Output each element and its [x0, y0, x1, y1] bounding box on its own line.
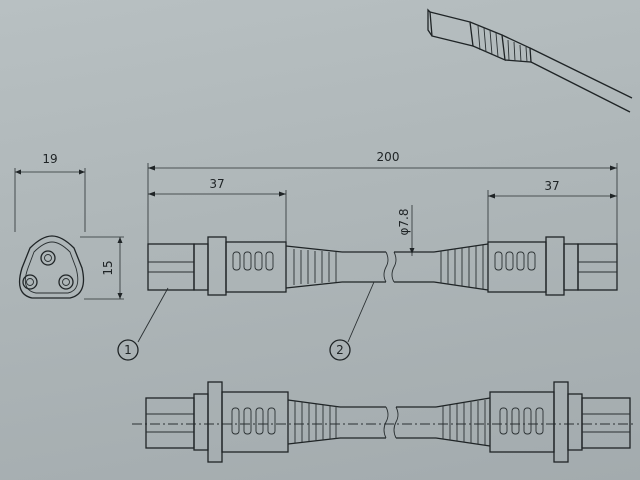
- perspective-view: [427, 8, 633, 113]
- right-plug-length-label: 37: [544, 179, 559, 193]
- side-view: [147, 236, 618, 296]
- plug-face-view: 19 15: [14, 152, 124, 300]
- left-plug-length-label: 37: [209, 177, 224, 191]
- cable-diameter-label: φ7.8: [397, 209, 411, 236]
- callouts: 1 2: [117, 281, 375, 361]
- width-dimension-label: 19: [42, 152, 57, 166]
- height-dimension-label: 15: [101, 260, 115, 275]
- overall-length-label: 200: [377, 150, 400, 164]
- dimension-lines: [147, 163, 618, 256]
- callout-2-label: 2: [336, 343, 344, 357]
- plan-view: [132, 381, 636, 463]
- callout-1-label: 1: [124, 343, 132, 357]
